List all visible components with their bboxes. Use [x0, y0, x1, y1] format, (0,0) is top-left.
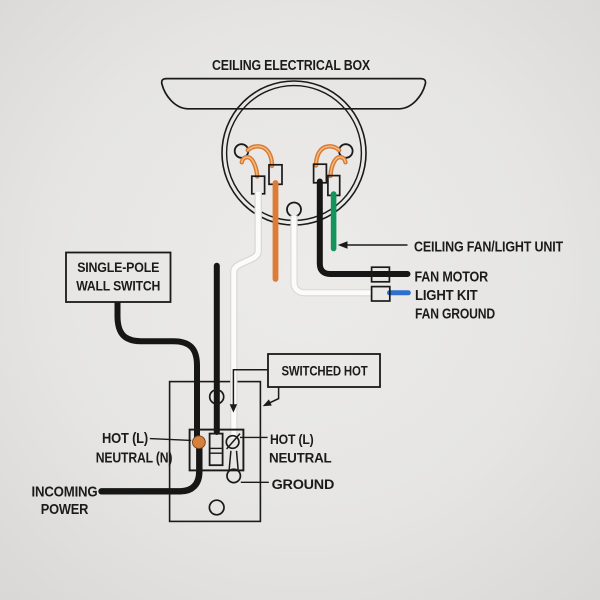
ground-lug: [226, 450, 242, 484]
plate-screw-bottom: [208, 499, 225, 516]
black-fan-motor-wire: [316, 178, 411, 277]
switched-hot-leader-1: [232, 368, 268, 405]
ceiling-box-title: CEILING ELECTRICAL BOX: [212, 57, 370, 74]
hot-left-leader: [149, 437, 192, 442]
switch-toggle: [208, 432, 224, 467]
ground-label: GROUND: [272, 477, 335, 492]
incoming-power-label-line1: INCOMING: [32, 484, 98, 500]
light-kit-connector-swatch: [370, 285, 391, 302]
fan-ground-label: FAN GROUND: [415, 307, 495, 323]
switched-hot-label-frame: [267, 353, 381, 388]
switched-hot-leader-2: [266, 387, 280, 405]
plate-screw-top: [208, 388, 225, 405]
switched-hot-arrowhead-2-icon: [262, 399, 272, 407]
switched-hot-label: SWITCHED HOT: [282, 363, 369, 378]
neutral-left-label: NEUTRAL (N): [96, 451, 173, 467]
hot-right-label: HOT (L): [270, 432, 314, 447]
fan-motor-connector-swatch: [370, 266, 391, 283]
ceiling-electrical-box-shape: [160, 77, 427, 110]
switched-hot-arrowhead-1-icon: [229, 404, 238, 413]
switch-right-labels: HOT (L) NEUTRAL GROUND: [240, 432, 335, 492]
wall-switch-label-frame: [65, 251, 172, 303]
hot-terminal-screw: [192, 435, 206, 450]
neutral-right-label: NEUTRAL: [269, 451, 332, 466]
white-light-kit-wire: [290, 215, 372, 297]
black-hot-wire-from-switch-label: [114, 302, 200, 441]
wall-switch-label-line1: SINGLE-POLE: [77, 260, 159, 275]
pigtail-right-to-orange-connector: [313, 144, 342, 168]
hot-left-label: HOT (L): [102, 431, 148, 447]
fan-unit-arrowhead-icon: [337, 241, 348, 249]
incoming-power-label-line2: POWER: [41, 502, 89, 518]
legend: CEILING FAN/LIGHT UNIT FAN MOTOR LIGHT K…: [337, 240, 563, 323]
switch-left-labels: HOT (L) NEUTRAL (N) INCOMING POWER: [32, 431, 192, 518]
incoming-power-wire: [98, 438, 203, 495]
canopy-pigtail-wires: [239, 144, 348, 179]
neutral-terminal-screw: [225, 433, 241, 450]
white-switched-hot-wire: [230, 192, 262, 438]
fan-unit-label: CEILING FAN/LIGHT UNIT: [414, 240, 563, 256]
switch-body: [188, 428, 245, 472]
switched-hot-callout: SWITCHED HOT: [229, 353, 381, 413]
wall-switch-label-box: SINGLE-POLE WALL SWITCH: [65, 251, 172, 303]
light-kit-label: LIGHT KIT: [415, 288, 478, 304]
pigtail-left-to-white-connector: [239, 155, 260, 179]
wall-switch-label-line2: WALL SWITCH: [76, 279, 160, 294]
fan-motor-label: FAN MOTOR: [415, 269, 489, 285]
switch-mechanism: [188, 388, 245, 516]
pigtail-left-to-orange-connector: [245, 144, 275, 169]
pigtail-right-to-green-connector: [328, 155, 348, 179]
